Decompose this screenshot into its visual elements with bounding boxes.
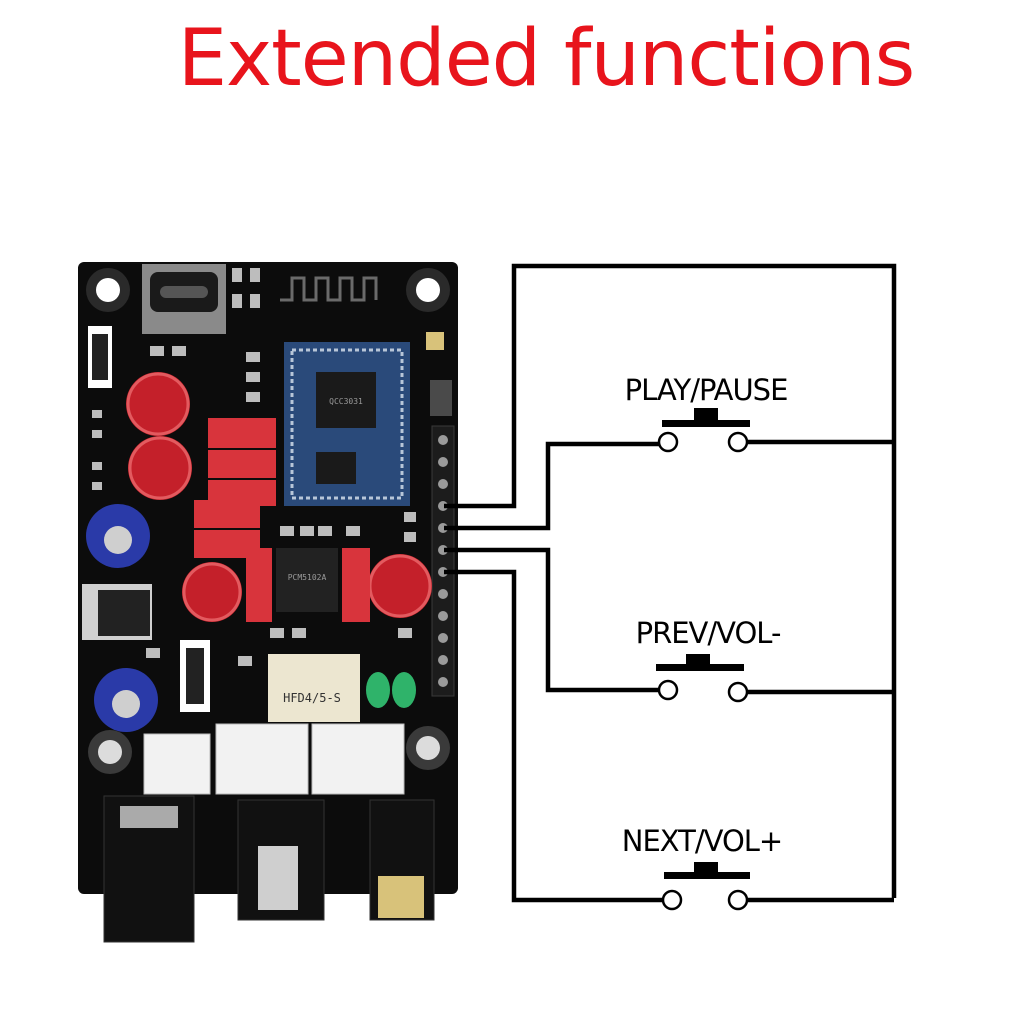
button-prev-terminal-left (657, 679, 679, 701)
header-pin (438, 501, 448, 511)
smd-pads (92, 268, 416, 666)
dc-power-jack (103, 795, 195, 943)
button-prev-label: PREV/VOL- (636, 616, 781, 650)
red-capacitors (126, 372, 432, 622)
button-play-bar (662, 420, 750, 427)
button-play-pause: PLAY/PAUSE (625, 373, 788, 453)
antenna-trace (280, 276, 378, 302)
wire-prev (444, 547, 662, 693)
pin-header (431, 425, 455, 697)
header-pin (438, 611, 448, 621)
button-next-label: NEXT/VOL+ (622, 824, 782, 858)
button-play-terminal-left (657, 431, 679, 453)
relay: HFD4/5-S (268, 654, 360, 722)
header-pin (438, 567, 448, 577)
wire-common-bus (444, 263, 897, 898)
antenna-connector (426, 332, 444, 350)
button-next-terminal-right (727, 889, 749, 911)
header-pin (438, 435, 448, 445)
usb-c-port (142, 264, 226, 334)
button-prev-vol: PREV/VOL- (636, 616, 782, 703)
header-pin (438, 523, 448, 533)
button-prev-terminal-right (727, 681, 749, 703)
relay-text: HFD4/5-S (283, 691, 341, 705)
film-capacitors (194, 418, 370, 622)
wire-next (444, 569, 662, 903)
bluetooth-module: QCC3031 (284, 342, 410, 506)
wire-play (444, 441, 662, 531)
module-chip-text: QCC3031 (329, 397, 363, 406)
audio-jacks (237, 799, 435, 921)
button-next-terminal-left (661, 889, 683, 911)
header-pin (438, 589, 448, 599)
wires (444, 263, 897, 903)
button-play-cap (694, 408, 718, 422)
button-prev-cap (686, 654, 710, 668)
header-pin (438, 633, 448, 643)
jst-connectors (143, 723, 405, 795)
blue-capacitors (86, 504, 158, 732)
header-pin (438, 677, 448, 687)
mounting-holes (86, 268, 450, 774)
button-play-label: PLAY/PAUSE (625, 373, 788, 407)
onboard-switch (430, 380, 452, 416)
pcb-board: QCC3031 (78, 262, 458, 943)
button-next-cap (694, 862, 718, 876)
page-title: Extended functions (177, 14, 916, 104)
dac-chip-text: PCM5102A (288, 573, 327, 582)
header-pin (438, 479, 448, 489)
dac-chip: PCM5102A (276, 548, 338, 612)
button-next-vol: NEXT/VOL+ (622, 824, 783, 911)
status-leds (366, 672, 416, 708)
button-play-terminal-right (727, 431, 749, 453)
header-pin (438, 655, 448, 665)
header-pin (438, 545, 448, 555)
header-pin (438, 457, 448, 467)
